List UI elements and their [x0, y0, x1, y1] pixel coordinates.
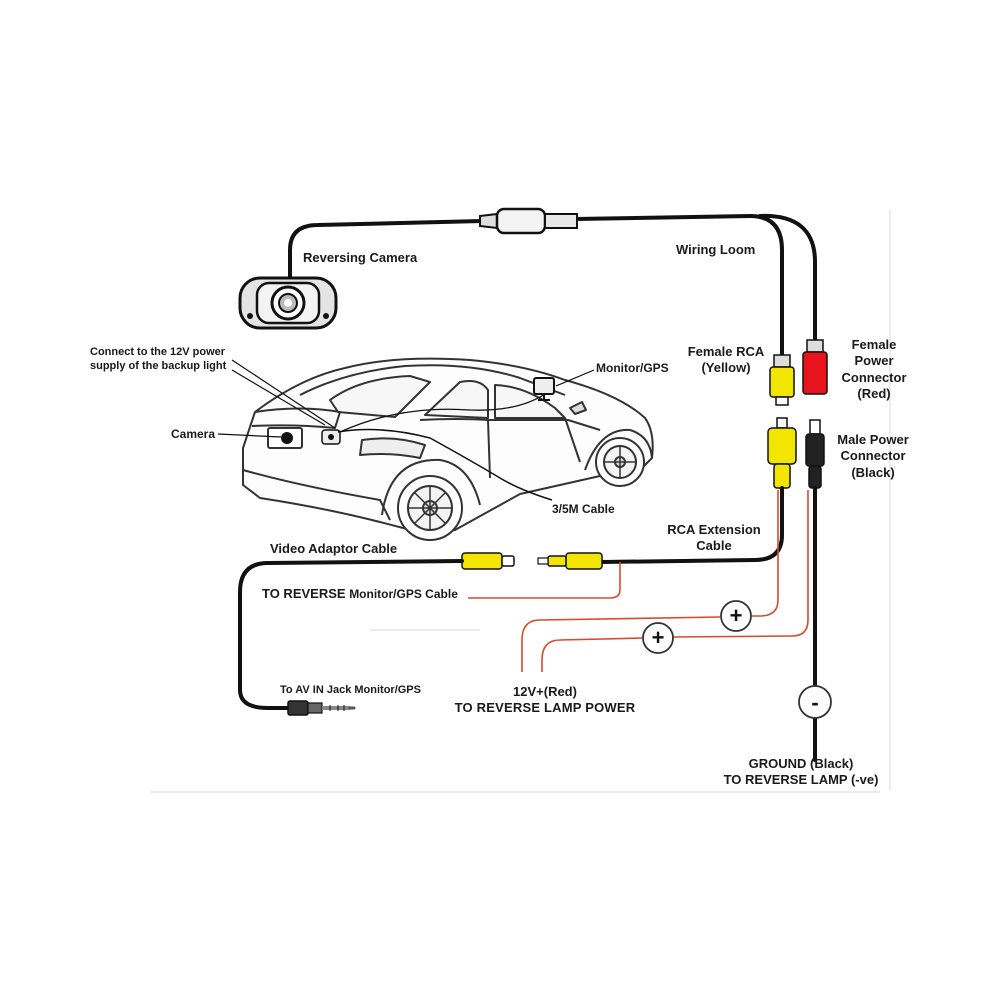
male-power-label: Male Power Connector (Black): [828, 432, 918, 481]
decorative-scan-lines: [150, 210, 891, 793]
backup-light-camera-icon: [321, 429, 341, 445]
ground-label: GROUND (Black) TO REVERSE LAMP (-ve): [706, 756, 896, 789]
reversing-camera-label: Reversing Camera: [303, 250, 418, 265]
camera-cable: [288, 213, 817, 357]
female-rca-connector-icon: [769, 354, 795, 406]
power-12v-line1: 12V+(Red): [513, 684, 577, 699]
power-12v-line2: TO REVERSE LAMP POWER: [454, 700, 636, 716]
ground-line2: TO REVERSE LAMP (-ve): [723, 772, 879, 788]
female-power-connector-icon: [802, 339, 828, 395]
power-12v-label: 12V+(Red) TO REVERSE LAMP POWER: [440, 684, 650, 717]
plus-terminal-icon: +: [720, 600, 752, 632]
camera-label: Camera: [171, 427, 216, 441]
connect-12v-line1: Connect to the 12V power: [90, 346, 226, 358]
rca-extension-line1: RCA Extension: [667, 522, 761, 537]
male-rca-connector-icon: [767, 417, 797, 489]
to-reverse-label: TO REVERSE Monitor/GPS Cable: [262, 586, 458, 602]
car-front-wheel: [595, 437, 645, 487]
female-power-line1: Female: [851, 337, 897, 352]
car-camera-icon: [281, 432, 293, 444]
video-adaptor-rca-icon: [461, 552, 515, 570]
rca-extension-label: RCA Extension Cable: [660, 522, 768, 555]
video-adaptor-cable: [238, 559, 464, 710]
car-rear-wheel: [397, 475, 463, 541]
car-icon: [242, 357, 654, 536]
plus-sign-1: +: [730, 603, 743, 628]
female-power-label: Female Power Connector (Red): [836, 337, 912, 402]
monitor-icon: [533, 377, 555, 401]
female-rca-label: Female RCA (Yellow): [681, 344, 771, 377]
reversing-camera-icon: [238, 276, 338, 330]
female-power-line2: Power: [854, 353, 894, 369]
red-power-wires: [468, 490, 809, 672]
male-power-line1: Male Power: [837, 432, 909, 447]
female-power-line3: Connector: [841, 369, 907, 385]
video-adaptor-cable-label: Video Adaptor Cable: [270, 541, 398, 556]
to-reverse-part1: TO REVERSE: [262, 586, 346, 601]
male-power-line3: (Black): [851, 464, 895, 480]
connect-12v-label: Connect to the 12V power supply of the b…: [90, 346, 226, 374]
female-rca-line1: Female RCA: [687, 344, 765, 359]
wiring-loom-icon: [479, 207, 578, 235]
female-power-line4: (Red): [857, 385, 891, 401]
cable-3-5m-label: 3/5M Cable: [552, 502, 615, 516]
male-power-connector-icon: [805, 419, 825, 489]
rca-extension-line2: Cable: [696, 538, 732, 554]
plus-terminal-icon: +: [642, 622, 674, 654]
wiring-loom-label: Wiring Loom: [676, 242, 756, 257]
extension-rca-plug-icon: [537, 552, 603, 570]
car-internal-cable: [337, 428, 553, 501]
minus-sign: -: [811, 690, 818, 715]
rca-extension-cable: [600, 486, 817, 762]
male-power-line2: Connector: [840, 448, 906, 464]
to-reverse-part2: Monitor/GPS Cable: [349, 587, 458, 601]
av-jack-icon: [287, 700, 356, 716]
monitor-gps-label: Monitor/GPS: [596, 361, 669, 375]
ground-line1: GROUND (Black): [748, 756, 854, 771]
plus-sign-2: +: [652, 625, 665, 650]
female-rca-line2: (Yellow): [701, 360, 751, 376]
minus-terminal-icon: -: [798, 685, 832, 719]
connect-12v-line2: supply of the backup light: [90, 359, 227, 372]
av-in-jack-label: To AV IN Jack Monitor/GPS: [280, 684, 421, 696]
